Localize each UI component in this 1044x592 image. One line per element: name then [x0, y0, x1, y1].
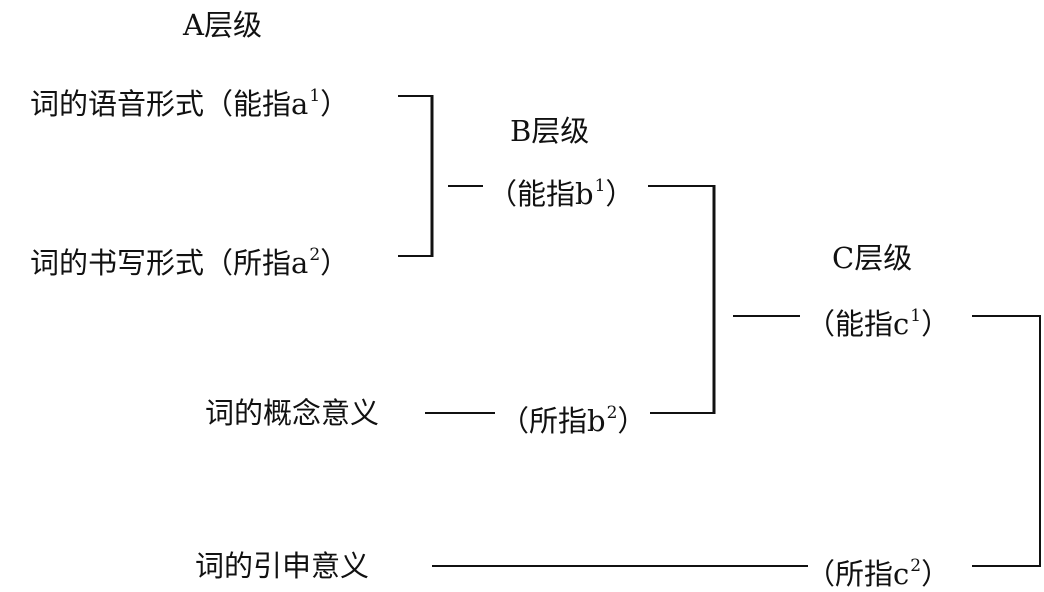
- b-signified-superscript: 2: [606, 403, 618, 423]
- a-signifier-row: 词的语音形式（能指a1）: [30, 78, 349, 122]
- level-a-title: A层级: [183, 8, 262, 42]
- b-signified-row: （所指b2）: [500, 395, 646, 439]
- b-signifier-paren: （能指b: [488, 177, 594, 211]
- a-signifier-paren: （能指a: [204, 87, 309, 121]
- extended-meaning-label: 词的引申意义: [195, 549, 370, 583]
- c-signifier-row: （能指c1）: [806, 298, 950, 342]
- c-signifier-close: ）: [921, 307, 951, 341]
- c-signified-row: （所指c2）: [806, 548, 950, 592]
- a-signifier-superscript: 1: [309, 86, 321, 106]
- concept-meaning-label: 词的概念意义: [205, 396, 380, 430]
- level-c-title: C层级: [832, 241, 913, 275]
- a-signified-superscript: 2: [309, 245, 321, 265]
- c-signifier-superscript: 1: [910, 306, 922, 326]
- b-signifier-close: ）: [605, 177, 635, 211]
- a-signified-row: 词的书写形式（所指a2）: [30, 237, 349, 281]
- phonetic-form-label: 词的语音形式: [30, 87, 205, 121]
- c-signified-superscript: 2: [910, 556, 922, 576]
- b-signified-paren: （所指b: [500, 404, 606, 438]
- a-signified-close: ）: [320, 246, 350, 280]
- level-b-title: B层级: [510, 114, 590, 148]
- b-signified-close: ）: [617, 404, 647, 438]
- a-signifier-close: ）: [320, 87, 350, 121]
- a-signified-paren: （所指a: [204, 246, 309, 280]
- c-signified-paren: （所指c: [806, 557, 910, 591]
- written-form-label: 词的书写形式: [30, 246, 205, 280]
- b-signifier-row: （能指b1）: [488, 168, 634, 212]
- c-signifier-paren: （能指c: [806, 307, 910, 341]
- b-signifier-superscript: 1: [594, 176, 606, 196]
- c-signified-close: ）: [921, 557, 951, 591]
